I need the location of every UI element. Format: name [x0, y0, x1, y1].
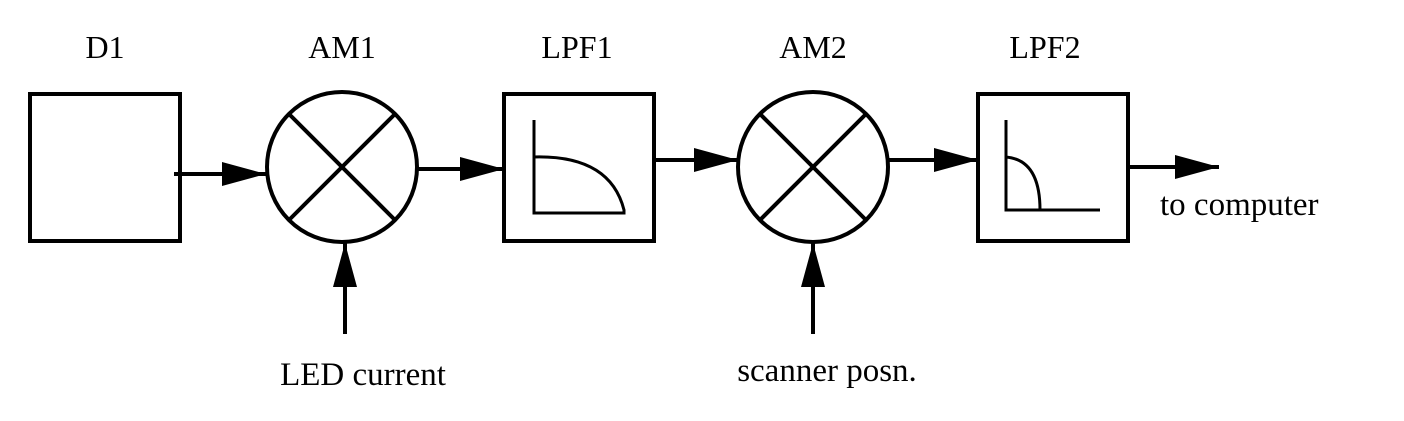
d1-label: D1 — [85, 29, 124, 65]
lpf2-label: LPF2 — [1009, 29, 1080, 65]
lpf1-block — [502, 92, 656, 243]
lpf1-response-icon — [532, 120, 626, 215]
lpf2-block — [976, 92, 1130, 243]
am1-label: AM1 — [308, 29, 376, 65]
lpf2-response-icon — [1004, 120, 1100, 212]
am2-label: AM2 — [779, 29, 847, 65]
led-current-label: LED current — [280, 357, 446, 393]
scanner-posn-label: scanner posn. — [737, 353, 917, 389]
to-computer-label: to computer — [1160, 187, 1319, 223]
am1-mixer — [265, 90, 419, 244]
lpf1-label: LPF1 — [541, 29, 612, 65]
am2-mixer — [736, 90, 890, 244]
d1-block — [28, 92, 182, 243]
